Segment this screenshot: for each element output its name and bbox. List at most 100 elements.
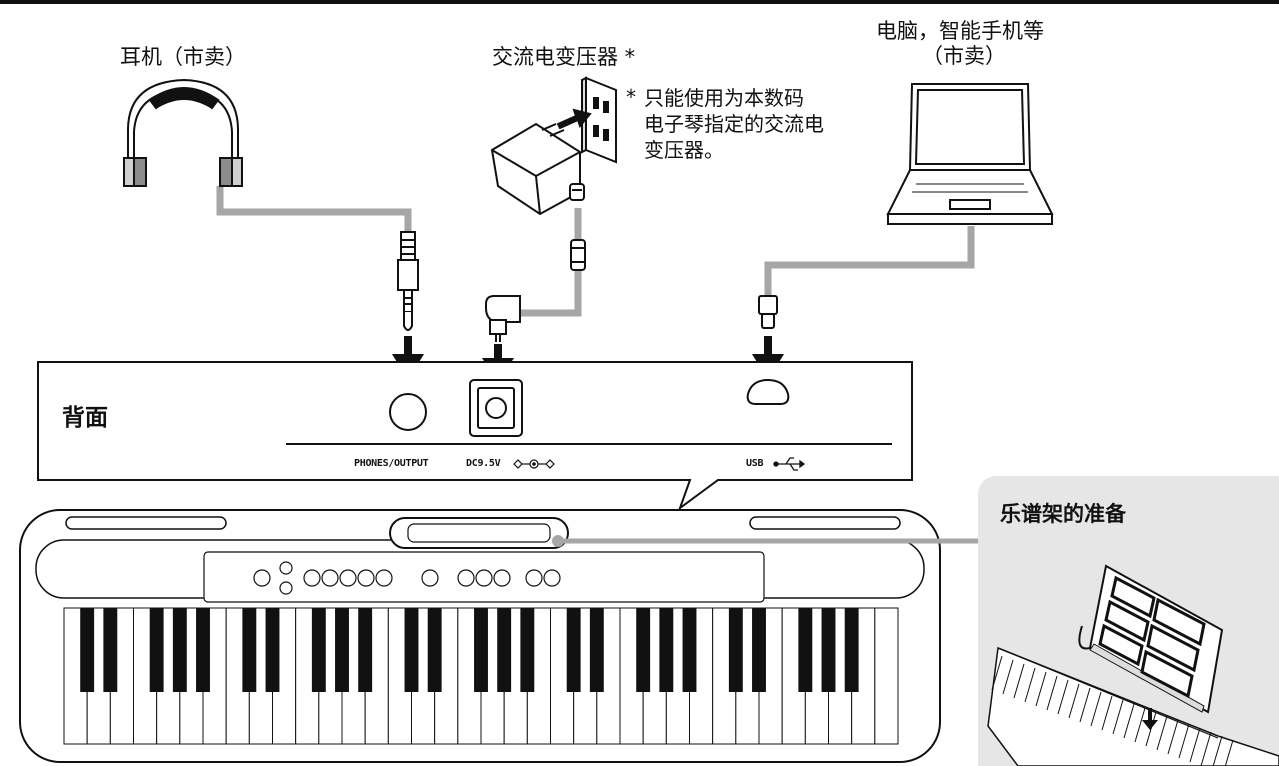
panel-button — [475, 569, 493, 587]
top-rule — [0, 0, 1279, 4]
footnote-line-2: 电子琴指定的交流电 — [644, 112, 824, 136]
black-key — [659, 608, 674, 692]
inset-key-line — [1224, 739, 1234, 766]
inset-key-line — [1112, 699, 1124, 735]
panel-button — [375, 569, 393, 587]
music-stand-inset — [978, 476, 1279, 766]
panel-button — [457, 569, 475, 587]
leader-dot — [552, 535, 564, 547]
panel-button — [525, 569, 543, 587]
adapter-cable-lower — [520, 270, 582, 317]
panel-buttons — [253, 561, 561, 595]
panel-button — [357, 569, 375, 587]
inset-key-line — [1156, 715, 1168, 751]
back-panel-title: 背面 — [62, 405, 108, 431]
headphone-cable — [216, 186, 412, 232]
black-key — [798, 608, 813, 692]
headphones-icon — [123, 78, 243, 187]
black-key — [497, 608, 512, 692]
black-key — [265, 608, 280, 692]
inset-key-line — [1123, 703, 1135, 739]
music-stand-illustration — [987, 564, 1279, 766]
black-key — [172, 608, 187, 692]
black-key — [358, 608, 373, 692]
usb-symbol-icon — [773, 457, 806, 471]
black-key — [520, 608, 535, 692]
inset-key-line — [1024, 667, 1036, 703]
laptop-icon — [886, 83, 1054, 225]
inset-title: 乐谱架的准备 — [1000, 502, 1126, 526]
footnote-line-1: 只能使用为本数码 — [644, 86, 804, 110]
panel-button — [303, 569, 321, 587]
dc-polarity-icon — [513, 459, 555, 469]
panel-button — [543, 569, 561, 587]
panel-button — [339, 569, 357, 587]
usb-port-label: USB — [746, 458, 764, 469]
inset-key-line — [1167, 719, 1179, 755]
panel-button — [493, 569, 511, 587]
inset-key-line — [1134, 707, 1146, 743]
inset-key-line — [1212, 735, 1223, 766]
black-key — [566, 608, 581, 692]
inset-key-line — [1068, 683, 1080, 719]
cables — [216, 186, 975, 317]
computer-label-line1: 电脑，智能手机等 — [876, 19, 1044, 43]
black-key — [196, 608, 210, 692]
inset-key-line — [1178, 723, 1190, 759]
dc-plug-icon — [485, 295, 521, 342]
arrow-down-icon — [752, 336, 784, 380]
panel-button — [421, 569, 439, 587]
black-key — [404, 608, 419, 692]
inset-key-line — [1079, 687, 1091, 723]
white-key — [874, 607, 899, 745]
inset-key-line — [1090, 691, 1102, 727]
black-key — [242, 608, 257, 692]
black-key — [636, 608, 651, 692]
arrow-down-icon — [392, 336, 424, 380]
panel-button — [321, 569, 339, 587]
computer-label-line2: （市卖） — [922, 44, 1006, 68]
black-key — [821, 608, 836, 692]
dc-port-label: DC9.5V — [466, 458, 501, 469]
inset-key-line — [1057, 679, 1069, 715]
black-key — [728, 608, 743, 692]
black-key — [752, 608, 766, 692]
phones-jack — [389, 393, 427, 431]
black-key — [844, 608, 859, 692]
footnote-star: * — [626, 85, 636, 109]
black-key — [335, 608, 349, 692]
black-key — [474, 608, 488, 692]
inset-key-line — [1046, 675, 1058, 711]
panel-button — [279, 581, 293, 595]
panel-button — [253, 569, 271, 587]
panel-button — [279, 561, 293, 575]
inset-key-line — [1101, 695, 1113, 731]
dc-jack-hole — [485, 397, 507, 419]
footnote-line-3: 变压器。 — [644, 138, 724, 162]
speaker-slot-left — [65, 516, 227, 530]
inset-key-line — [991, 655, 1003, 691]
phones-port-label: PHONES/OUTPUT — [354, 458, 429, 469]
inset-key-line — [1013, 663, 1025, 699]
adapter-label: 交流电变压器 * — [492, 45, 636, 69]
usb-cable — [764, 226, 975, 296]
inset-key-line — [1035, 671, 1047, 707]
music-stand-slot-inner — [407, 523, 551, 543]
usb-plug-icon — [758, 295, 778, 329]
black-key — [149, 608, 164, 692]
black-key — [80, 608, 95, 692]
inset-key-line — [1200, 731, 1212, 766]
keyboard-keys — [63, 607, 899, 745]
inset-key-line — [1145, 711, 1157, 747]
ac-adapter-icon — [490, 76, 617, 271]
black-key — [682, 608, 697, 692]
black-key — [427, 608, 442, 692]
usb-port — [746, 378, 790, 405]
headphones-label: 耳机（市卖） — [120, 45, 246, 69]
inset-key-line — [1002, 659, 1014, 695]
black-key — [311, 608, 326, 692]
black-key — [103, 608, 118, 692]
headphone-plug-icon — [397, 231, 419, 331]
speaker-slot-right — [749, 516, 901, 530]
